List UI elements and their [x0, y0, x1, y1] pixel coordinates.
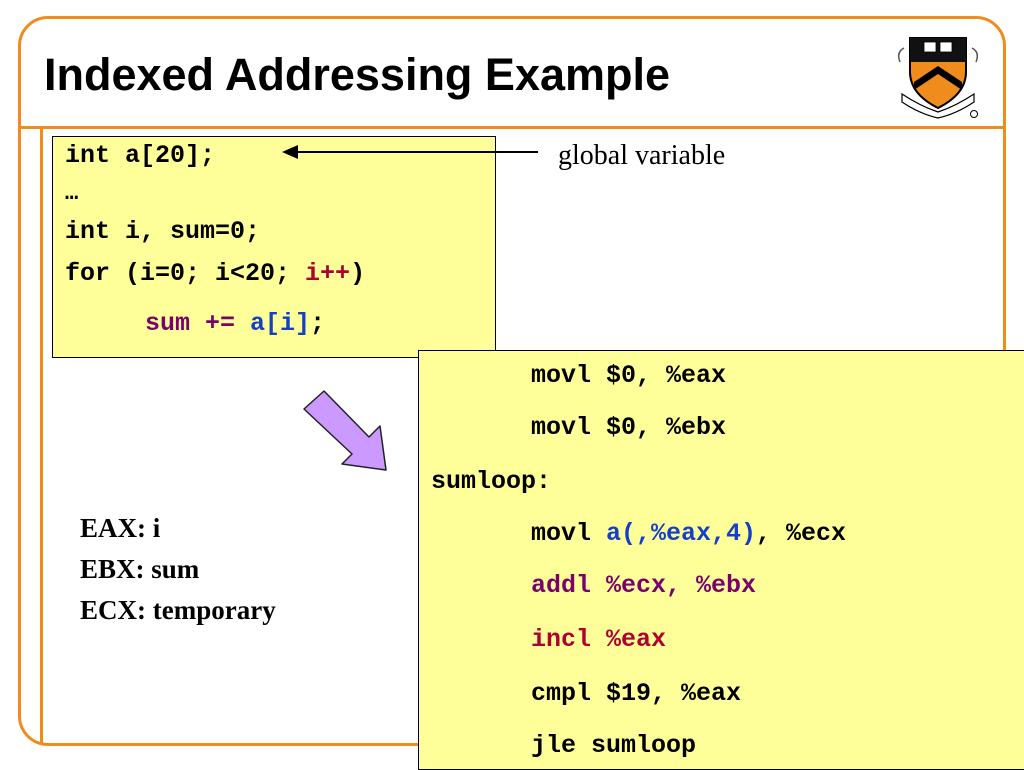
register-eax: EAX: i	[80, 513, 161, 543]
asm-line-movl-ebx: movl $0, %ebx	[531, 413, 727, 442]
code-var-decl: int i, sum=0;	[65, 217, 261, 246]
conversion-arrow	[303, 390, 387, 471]
c-code-box: int a[20]; … int i, sum=0; for (i=0; i<2…	[52, 136, 496, 358]
code-loop-body: sum += a[i];	[145, 311, 325, 336]
asm-line-movl-ecx: movl a(,%eax,4), %ecx	[531, 521, 846, 546]
body-sum: sum +=	[145, 309, 236, 338]
asm-movl-dst: , %ecx	[756, 519, 847, 548]
asm-line-jle: jle sumloop	[531, 731, 697, 760]
asm-indexed-operand: a(,%eax,4)	[606, 519, 757, 548]
body-semicolon: ;	[310, 309, 326, 338]
for-head: for (i=0; i<20;	[65, 259, 306, 288]
asm-line-cmpl: cmpl $19, %eax	[531, 679, 742, 708]
assembly-box: movl $0, %eax movl $0, %ebx sumloop: mov…	[418, 350, 1024, 770]
code-for-loop: for (i=0; i<20; i++)	[65, 261, 365, 286]
for-increment: i++	[305, 259, 351, 288]
register-ecx: ECX: temporary	[80, 595, 276, 625]
body-array-ref: a[i]	[250, 309, 311, 338]
asm-movl-op: movl	[531, 519, 607, 548]
asm-line-addl: addl %ecx, %ebx	[531, 571, 757, 600]
code-ellipsis: …	[65, 181, 79, 206]
register-legend: EAX: i EBX: sum ECX: temporary	[80, 508, 276, 631]
asm-line-incl: incl %eax	[531, 625, 667, 654]
asm-label-sumloop: sumloop:	[431, 467, 552, 496]
princeton-shield-icon	[897, 37, 979, 119]
slide-title: Indexed Addressing Example	[44, 49, 671, 100]
pointer-arrow	[282, 145, 538, 159]
left-divider	[40, 126, 43, 744]
code-array-decl: int a[20];	[65, 141, 216, 170]
title-divider	[18, 126, 1006, 129]
register-ebx: EBX: sum	[80, 554, 200, 584]
global-variable-label: global variable	[558, 140, 726, 171]
for-close: )	[350, 259, 366, 288]
asm-line-movl-eax: movl $0, %eax	[531, 361, 727, 390]
